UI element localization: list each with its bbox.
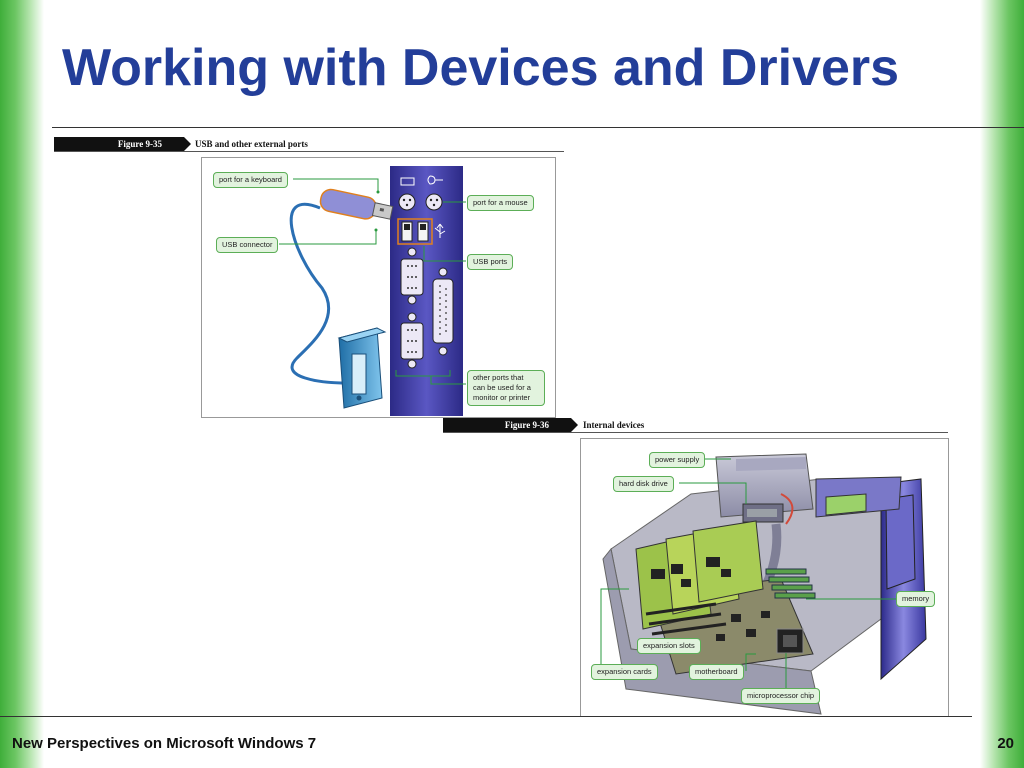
callout-other-ports: other ports that can be used for a monit… — [467, 370, 545, 406]
figure-9-36-caption: Internal devices — [583, 420, 645, 430]
figure-9-35-header: Figure 9-35 USB and other external ports — [54, 137, 564, 152]
figure-9-36-number: Figure 9-36 — [443, 418, 578, 432]
callout-hard-disk-drive: hard disk drive — [613, 476, 674, 492]
callout-power-supply: power supply — [649, 452, 706, 468]
figure-9-35-usb-ports: port for a keyboard port for a mouse USB… — [201, 157, 556, 418]
callout-motherboard: motherboard — [689, 664, 744, 680]
callout-expansion-cards: expansion cards — [591, 664, 658, 680]
slide-right-border — [980, 0, 1024, 768]
callout-memory: memory — [896, 591, 936, 607]
callout-mouse-port: port for a mouse — [467, 195, 534, 211]
figure-9-35-caption: USB and other external ports — [195, 139, 308, 149]
title-divider — [52, 127, 1024, 128]
callout-expansion-slots: expansion slots — [637, 638, 701, 654]
callout-usb-ports: USB ports — [467, 254, 514, 270]
page-number: 20 — [997, 735, 1014, 752]
usb-ports-illustration — [279, 166, 466, 416]
callout-keyboard-port: port for a keyboard — [213, 172, 288, 188]
slide-title: Working with Devices and Drivers — [62, 39, 900, 97]
callout-usb-connector: USB connector — [216, 237, 279, 253]
figure-9-36-internal-devices: power supply hard disk drive memory expa… — [580, 438, 949, 717]
figure-9-36-header: Figure 9-36 Internal devices — [443, 418, 948, 433]
figure-9-35-number: Figure 9-35 — [54, 137, 191, 151]
footer-divider — [0, 716, 972, 717]
slide-footer: New Perspectives on Microsoft Windows 7 — [12, 735, 317, 752]
callout-microprocessor-chip: microprocessor chip — [741, 688, 821, 704]
slide-left-border — [0, 0, 44, 768]
